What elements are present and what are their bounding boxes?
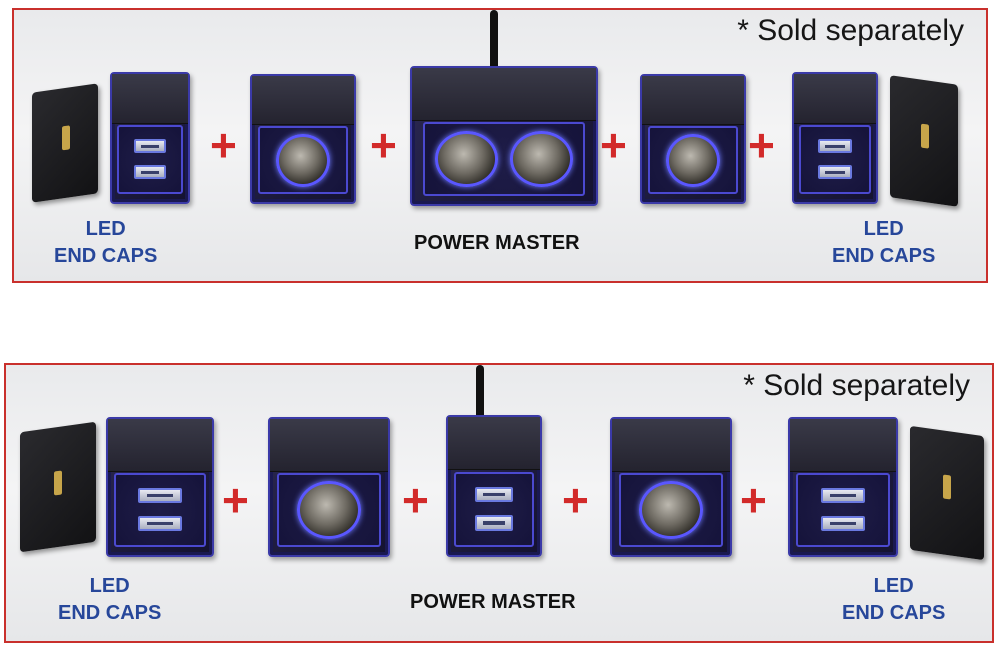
module-face — [116, 125, 184, 195]
power-cable — [490, 10, 498, 74]
led-end-caps-label-left: LED END CAPS — [58, 573, 161, 627]
led-end-cap-left — [32, 83, 98, 203]
usb-port-icon — [817, 138, 853, 154]
module-top — [252, 76, 354, 125]
module-face — [114, 473, 206, 547]
end-cap-pin — [920, 123, 929, 149]
single-socket-module-left — [250, 74, 356, 204]
module-top — [270, 419, 388, 472]
module-top — [112, 74, 188, 124]
plus-sign: + — [748, 119, 775, 171]
plus-sign: + — [740, 474, 767, 526]
sold-separately-note: * Sold separately — [737, 14, 964, 47]
bottom-configuration-panel: * Sold separately + + POWER MASTER + + — [4, 363, 994, 643]
power-cable — [476, 365, 484, 421]
label-line: LED — [89, 575, 130, 597]
plus-sign: + — [222, 474, 249, 526]
cigarette-socket-icon — [275, 133, 331, 188]
module-face — [277, 473, 381, 547]
cigarette-socket-icon — [297, 480, 361, 540]
usb-port-icon — [138, 515, 182, 531]
power-master-label: POWER MASTER — [410, 591, 576, 613]
module-top — [412, 68, 596, 121]
usb-port-icon — [138, 487, 182, 504]
module-top — [642, 76, 744, 125]
module-face — [796, 473, 890, 547]
end-cap-pin — [61, 125, 70, 151]
module-top — [612, 419, 730, 472]
usb-end-module-right — [788, 417, 898, 557]
cigarette-socket-icon — [434, 131, 498, 187]
label-line: LED — [863, 218, 904, 240]
cigarette-socket-icon — [510, 131, 574, 187]
cigarette-socket-icon — [639, 480, 703, 540]
plus-sign: + — [562, 474, 589, 526]
power-master-dual-socket — [410, 66, 598, 206]
usb-port-icon — [820, 515, 866, 531]
top-configuration-panel: * Sold separately + + POWER MASTER + — [12, 8, 988, 283]
usb-port-icon — [134, 164, 166, 180]
usb-port-icon — [474, 515, 514, 531]
led-end-cap-left — [20, 421, 96, 553]
led-end-caps-label-left: LED END CAPS — [54, 216, 157, 270]
usb-end-module-left — [106, 417, 214, 557]
module-face — [423, 122, 585, 196]
label-line: LED — [873, 575, 914, 597]
led-end-cap-right — [890, 75, 958, 207]
led-end-caps-label-right: LED END CAPS — [842, 573, 945, 627]
label-line: LED — [85, 218, 126, 240]
module-face — [453, 472, 535, 547]
led-end-cap-right — [910, 425, 984, 561]
module-top — [108, 419, 212, 472]
module-top — [790, 419, 896, 472]
usb-port-icon — [134, 138, 166, 154]
usb-end-module-left — [110, 72, 190, 204]
label-line: END CAPS — [842, 602, 946, 624]
usb-port-icon — [474, 486, 514, 503]
single-socket-module-left — [268, 417, 390, 557]
module-face — [619, 473, 723, 547]
label-line: END CAPS — [832, 245, 936, 267]
led-end-caps-label-right: LED END CAPS — [832, 216, 935, 270]
power-master-usb — [446, 415, 542, 557]
module-top — [794, 74, 876, 124]
module-face — [798, 125, 872, 195]
label-line: END CAPS — [58, 602, 162, 624]
module-top — [448, 417, 540, 471]
power-master-label: POWER MASTER — [414, 232, 580, 254]
single-socket-module-right — [640, 74, 746, 204]
plus-sign: + — [402, 474, 429, 526]
end-cap-pin — [943, 474, 952, 500]
cigarette-socket-icon — [665, 133, 721, 188]
end-cap-pin — [54, 470, 63, 496]
module-face — [648, 126, 738, 195]
module-face — [258, 126, 348, 195]
plus-sign: + — [370, 119, 397, 171]
sold-separately-note: * Sold separately — [743, 369, 970, 402]
plus-sign: + — [210, 119, 237, 171]
usb-end-module-right — [792, 72, 878, 204]
single-socket-module-right — [610, 417, 732, 557]
label-line: END CAPS — [54, 245, 158, 267]
plus-sign: + — [600, 119, 627, 171]
usb-port-icon — [820, 487, 866, 504]
usb-port-icon — [817, 164, 853, 180]
